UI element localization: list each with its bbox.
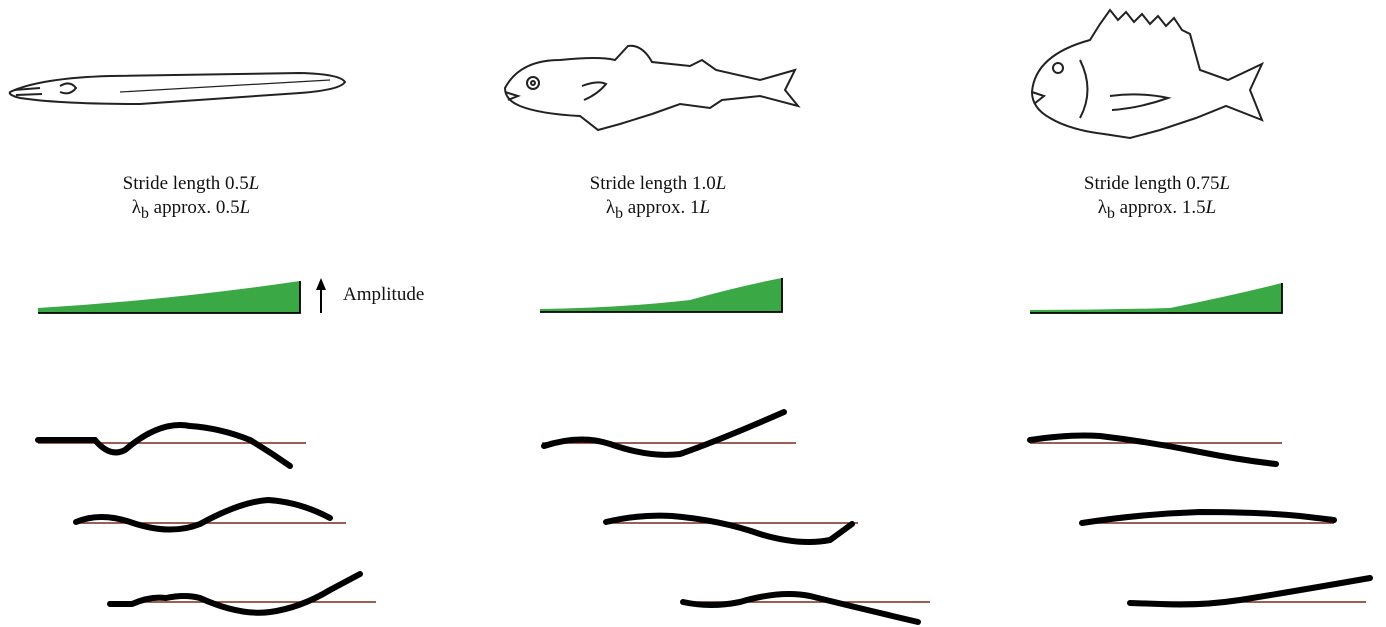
- caption-snapper: Stride length 0.75L λb approx. 1.5L: [1007, 172, 1307, 226]
- snapper-wave-2: [1082, 512, 1334, 523]
- wavelength-eel: λb approx. 0.5L: [41, 196, 341, 226]
- caption-cod: Stride length 1.0L λb approx. 1L: [508, 172, 808, 226]
- amplitude-arrow: [316, 278, 326, 313]
- stride-length-cod: Stride length 1.0L: [508, 172, 808, 196]
- wavelength-snapper: λb approx. 1.5L: [1007, 196, 1307, 226]
- eel-wave-1: [38, 425, 290, 466]
- eel-wave-3: [110, 574, 360, 613]
- snapper-wave-1: [1030, 436, 1276, 465]
- amplitude-label: Amplitude: [343, 284, 424, 306]
- amplitude-envelope-eel: [38, 281, 300, 313]
- snapper-wave-3: [1130, 578, 1370, 605]
- amplitude-envelope-cod: [540, 278, 782, 312]
- spiny-fish-icon: [1032, 10, 1262, 138]
- cod-fish-icon: [505, 46, 798, 130]
- eel-wave-2: [76, 500, 330, 530]
- wavelength-cod: λb approx. 1L: [508, 196, 808, 226]
- amplitude-envelope-snapper: [1030, 283, 1282, 313]
- caption-eel: Stride length 0.5L λb approx. 0.5L: [41, 172, 341, 226]
- stride-length-eel: Stride length 0.5L: [41, 172, 341, 196]
- cod-wave-1: [544, 412, 784, 455]
- cod-wave-3: [683, 594, 918, 622]
- cod-wave-2: [606, 516, 852, 542]
- stride-length-snapper: Stride length 0.75L: [1007, 172, 1307, 196]
- eel-fish-icon: [10, 73, 345, 104]
